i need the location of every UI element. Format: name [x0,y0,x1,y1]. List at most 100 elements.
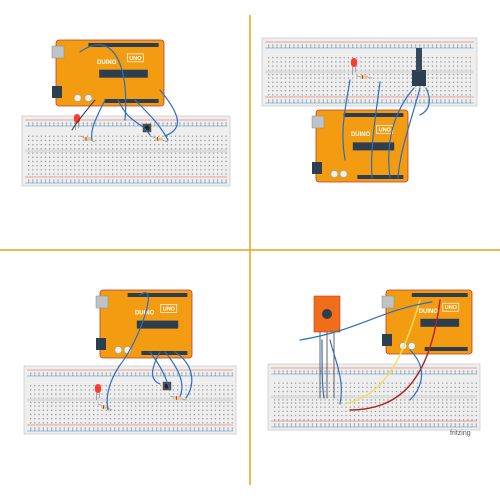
breadboard-hole [416,372,419,374]
breadboard-hole [149,169,152,171]
breadboard-hole [214,413,217,416]
breadboard-hole [394,61,396,63]
breadboard-hole [74,181,76,183]
breadboard-hole [305,81,308,83]
breadboard-hole [114,385,116,387]
breadboard-hole [381,85,383,88]
breadboard-hole [179,179,181,181]
breadboard-hole [377,73,379,76]
breadboard-hole [120,156,122,158]
breadboard-hole [74,156,76,158]
breadboard-hole [437,414,440,417]
breadboard-hole [370,402,372,404]
breadboard-hole [93,389,95,391]
breadboard-hole [189,385,191,387]
breadboard-hole [168,401,170,404]
breadboard-hole [40,169,42,171]
breadboard-hole [343,94,345,96]
breadboard-hole [457,44,459,46]
breadboard-hole [349,382,351,384]
breadboard-hole [272,69,274,71]
breadboard-hole [328,419,330,421]
breadboard-hole [377,61,379,63]
breadboard-hole [377,46,379,48]
breadboard-hole [151,397,154,399]
breadboard-hole [454,414,456,417]
breadboard-hole [84,429,86,431]
breadboard-hole [310,99,312,101]
breadboard-hole [221,139,223,142]
red-led-icon [95,384,101,400]
breadboard-hole [293,57,295,59]
breadboard-hole [49,122,51,124]
breadboard-hole [95,135,97,137]
breadboard-hole [383,382,385,384]
breadboard-hole [210,389,212,391]
breadboard-hole [130,405,133,407]
breadboard-hole [416,382,419,384]
breadboard-hole [225,169,227,171]
breadboard-hole [166,135,168,137]
breadboard-hole [387,386,389,388]
breadboard-hole [187,173,189,175]
breadboard-hole [141,165,143,167]
breadboard-hole [124,173,126,175]
breadboard-hole [284,99,287,101]
breadboard-hole [72,413,74,416]
breadboard-hole [316,399,318,401]
breadboard-hole [374,419,377,421]
breadboard-hole [124,124,126,126]
breadboard-hole [458,423,461,425]
breadboard-hole [374,402,377,404]
breadboard-hole [301,99,303,101]
breadboard-hole [166,165,168,167]
breadboard-hole [343,69,345,71]
breadboard-hole [112,169,114,171]
breadboard-hole [335,85,337,88]
breadboard-hole [400,425,402,427]
breadboard-hole [200,160,202,163]
breadboard-hole [374,425,377,427]
breadboard-hole [335,77,337,79]
breadboard-hole [126,393,128,395]
breadboard-hole [198,427,200,429]
breadboard-hole [360,90,362,92]
breadboard-hole [364,44,366,46]
breadboard-hole [219,389,221,391]
breadboard-hole [335,61,337,63]
breadboard-hole [276,44,278,46]
breadboard-hole [204,122,206,124]
breadboard-hole [185,422,187,424]
breadboard-hole [307,410,309,412]
breadboard-hole [374,423,377,425]
breadboard-hole [112,152,114,154]
breadboard-hole [51,409,53,411]
breadboard-hole [63,385,65,387]
breadboard-hole [360,73,362,76]
breadboard-hole [91,152,93,154]
breadboard-hole [408,402,410,404]
breadboard-hole [137,152,139,154]
breadboard-hole [454,423,456,425]
breadboard-hole [305,77,308,79]
breadboard-hole [183,181,185,183]
breadboard-hole [179,169,181,171]
breadboard-hole [168,413,170,416]
breadboard-hole [314,44,316,46]
resistor-icon [79,135,96,143]
breadboard-hole [331,69,333,71]
breadboard-hole [53,179,55,181]
breadboard-hole [311,399,314,401]
breadboard-hole [221,135,223,137]
breadboard-hole [135,393,137,395]
breadboard-hole [105,427,107,429]
breadboard-hole [431,99,434,101]
breadboard-hole [379,410,381,412]
breadboard-hole [170,144,173,146]
breadboard-hole [212,160,215,163]
breadboard-hole [198,374,200,376]
breadboard-hole [416,406,419,408]
breadboard-hole [332,402,335,404]
breadboard-hole [391,414,393,417]
breadboard-hole [406,94,408,96]
